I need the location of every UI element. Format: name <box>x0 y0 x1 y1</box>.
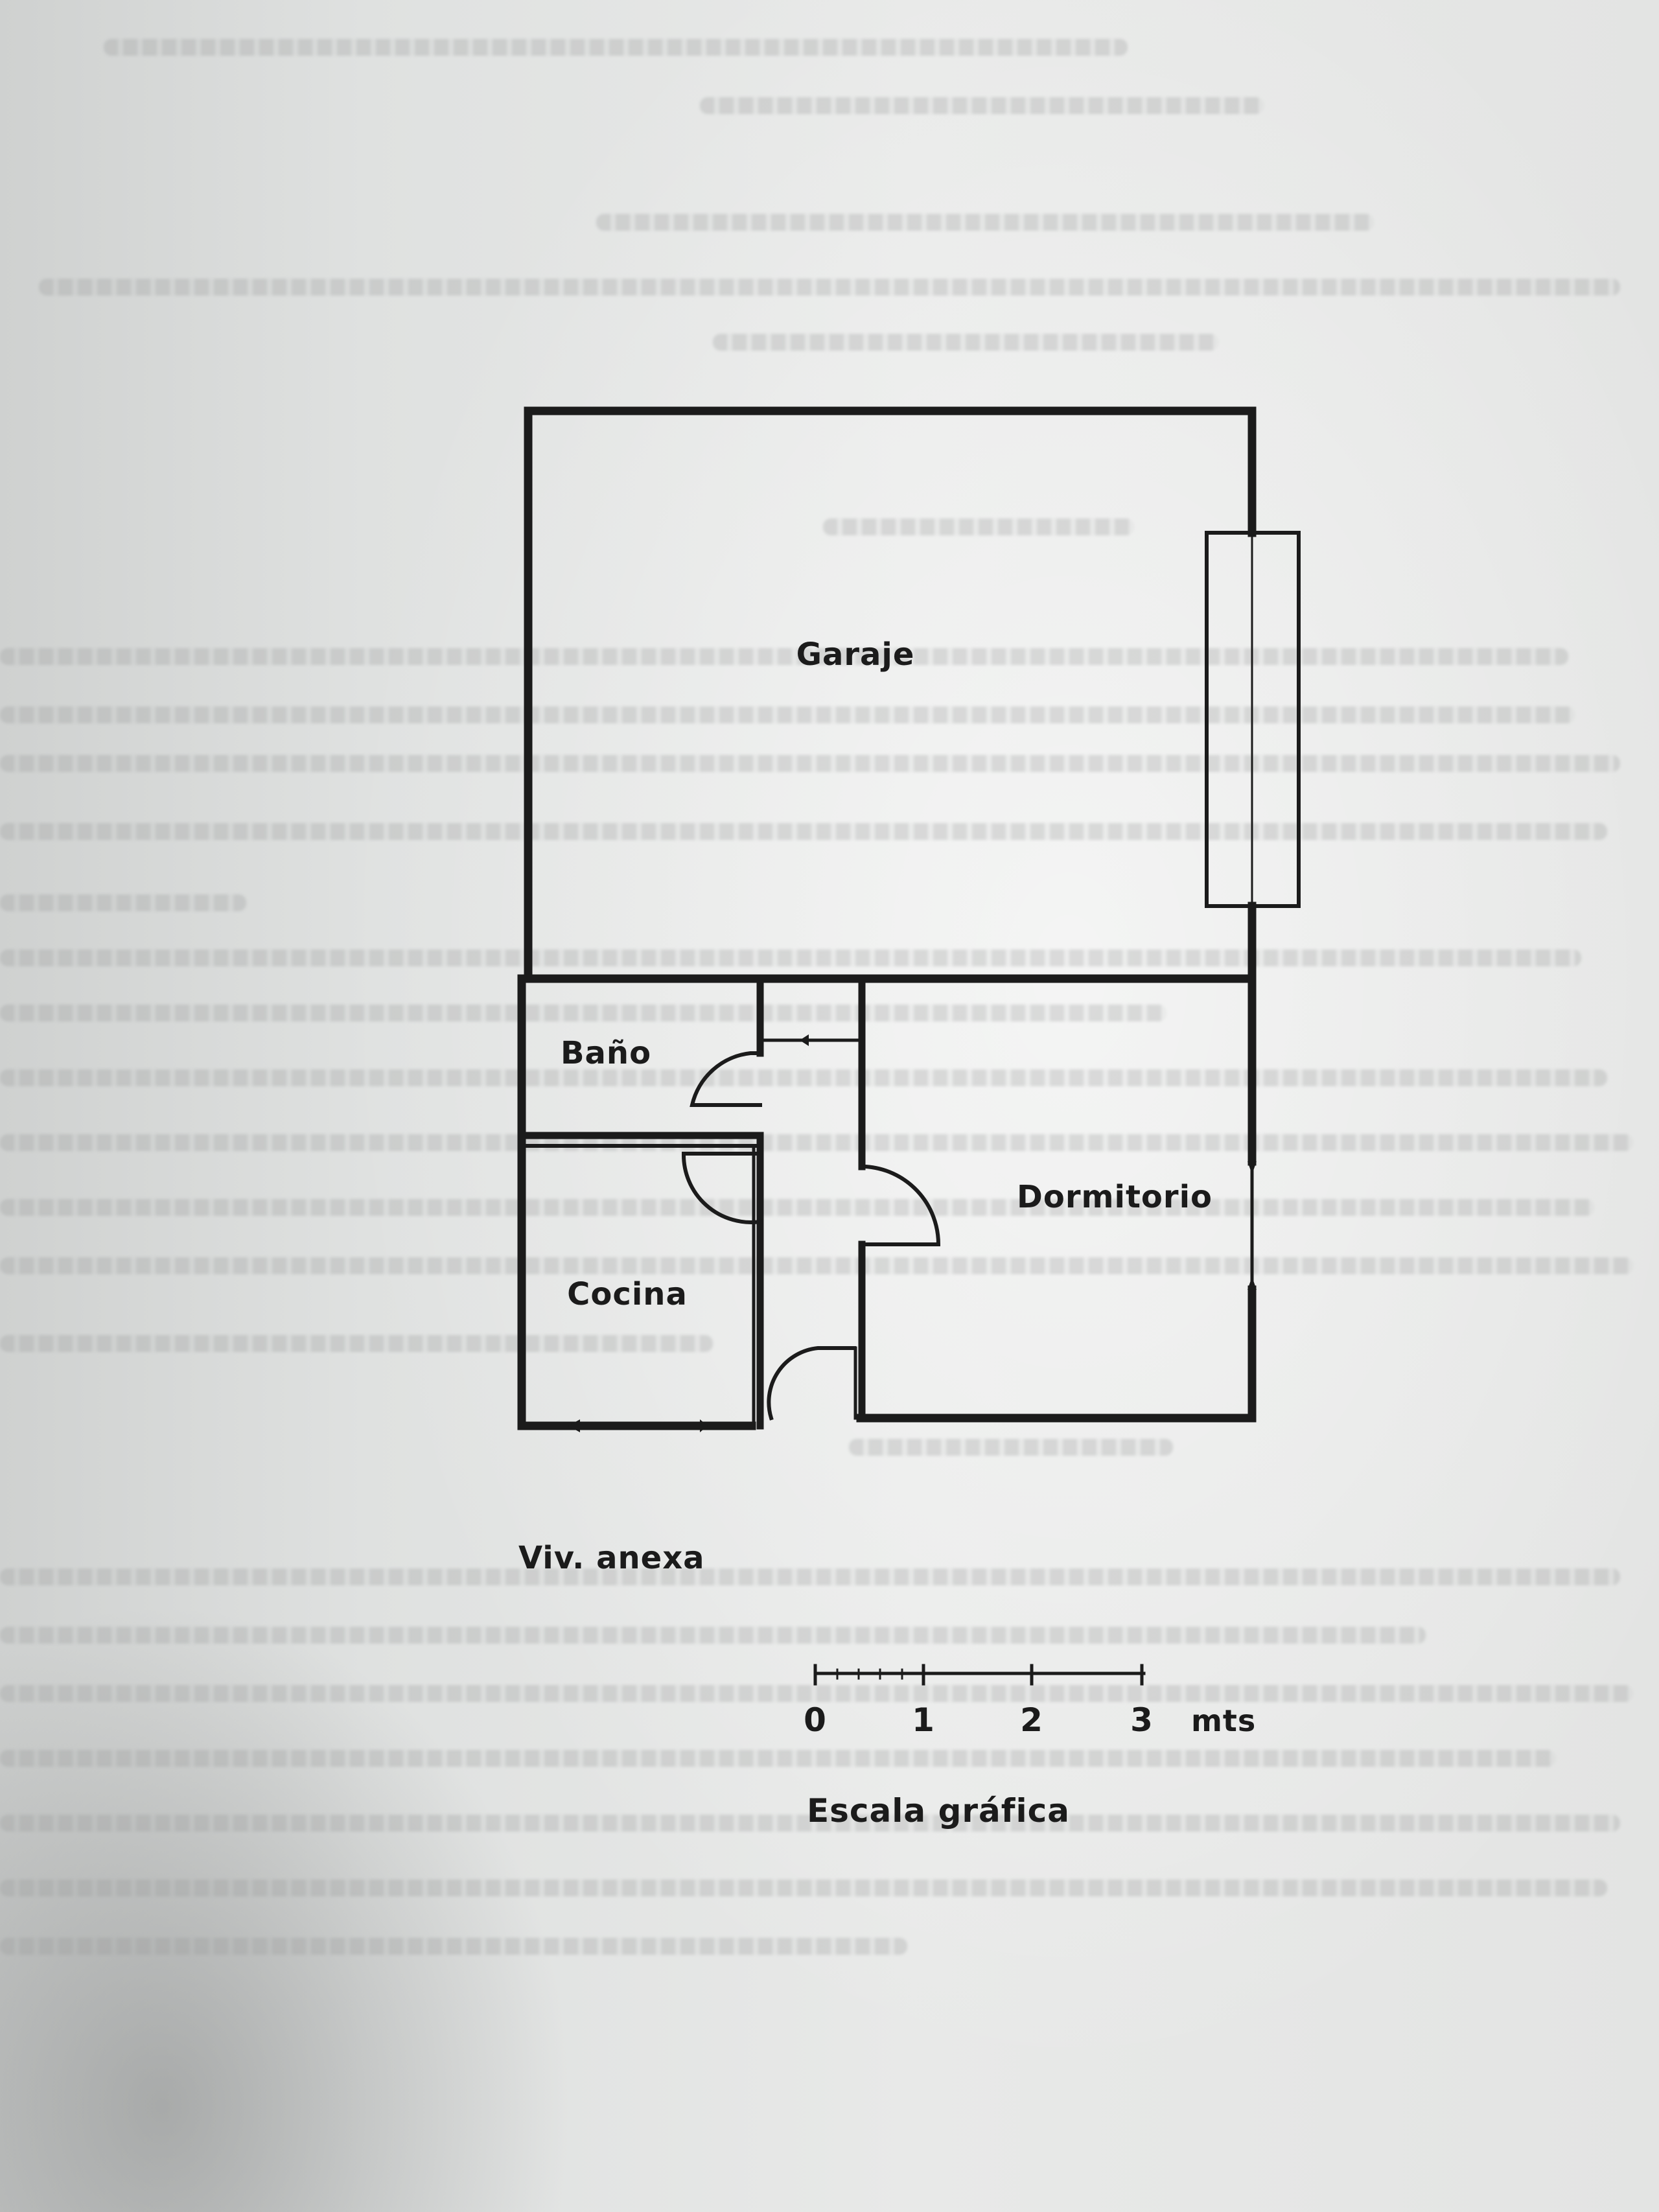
room-label-dormitorio: Dormitorio <box>1017 1179 1212 1215</box>
garage-window <box>1205 531 1301 908</box>
scale-tick-2: 2 <box>1020 1701 1043 1739</box>
door-swings <box>681 1051 941 1421</box>
scale-tick-0: 0 <box>804 1701 827 1739</box>
scale-title: Escala gráfica <box>807 1792 1071 1830</box>
plan-caption: Viv. anexa <box>518 1540 705 1576</box>
scale-unit: mts <box>1191 1703 1257 1738</box>
room-label-garaje: Garaje <box>796 636 915 673</box>
room-label-bano: Baño <box>560 1035 652 1071</box>
outer-walls <box>517 406 1257 1430</box>
scale-bar <box>813 1664 1146 1686</box>
opening-arrowheads <box>568 1034 1257 1432</box>
scale-tick-1: 1 <box>912 1701 935 1739</box>
scale-tick-3: 3 <box>1130 1701 1154 1739</box>
opening-markers <box>568 1038 1254 1428</box>
interior-walls <box>518 975 866 1430</box>
page-shadow <box>0 1393 745 2212</box>
room-label-cocina: Cocina <box>567 1276 688 1312</box>
